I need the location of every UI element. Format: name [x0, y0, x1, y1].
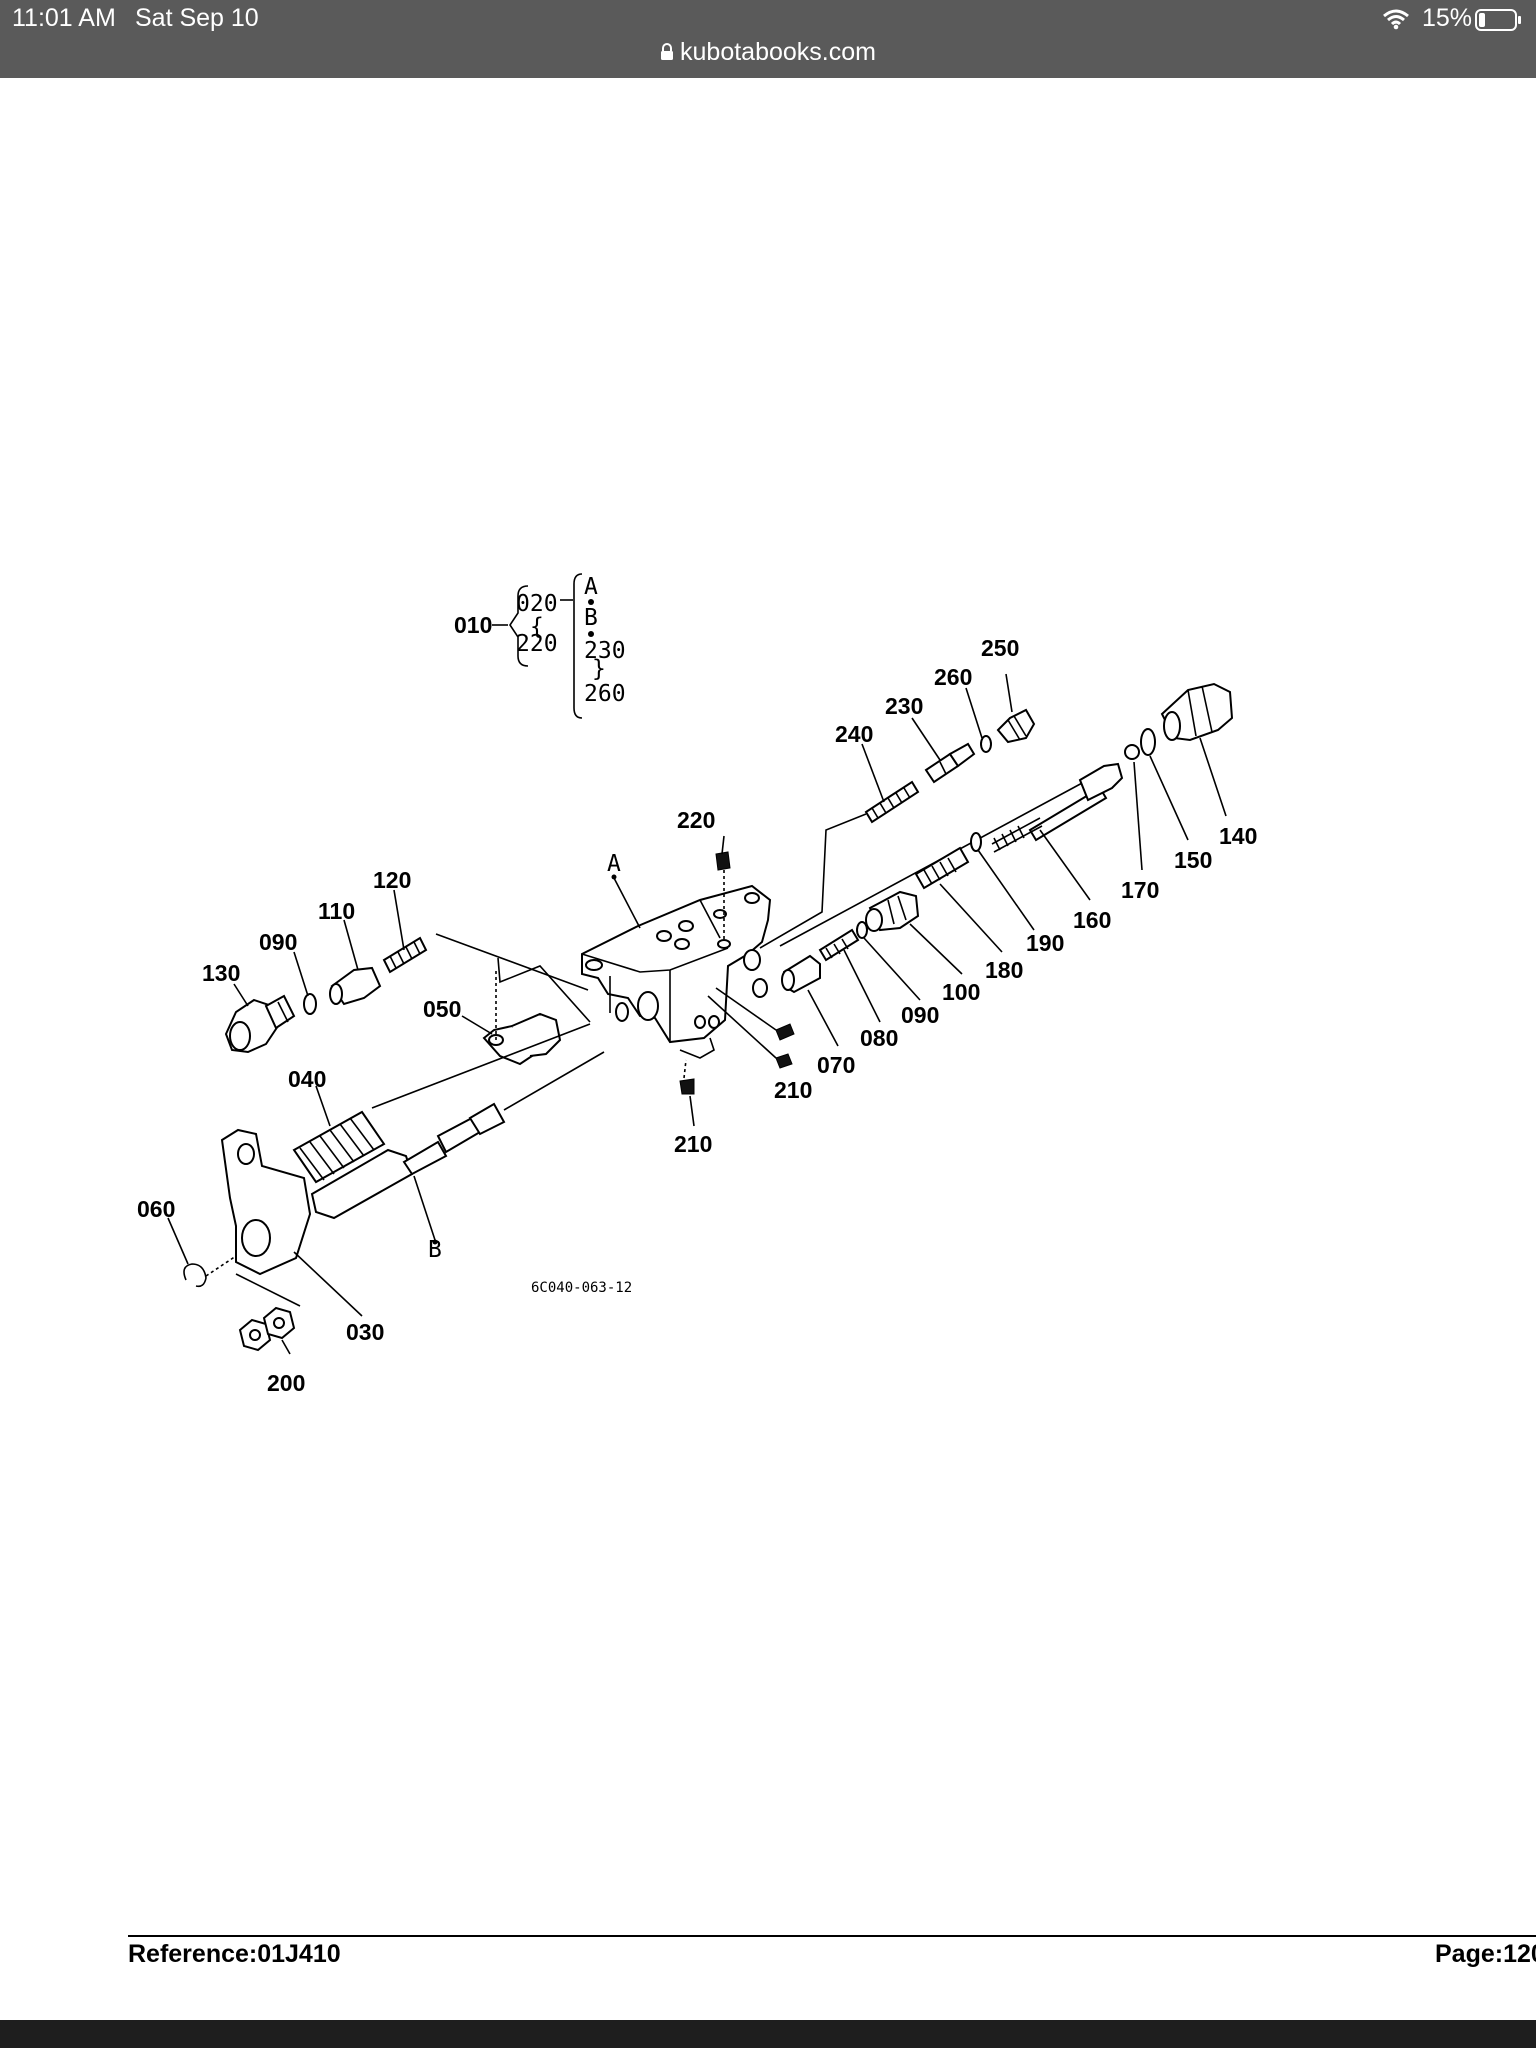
callout-220: 220: [677, 807, 715, 833]
callout-170: 170: [1121, 877, 1159, 903]
lock-icon: [661, 43, 674, 60]
bottom-toolbar: [0, 2020, 1536, 2048]
svg-text:}: }: [592, 656, 606, 682]
callout-120: 120: [373, 867, 411, 893]
wifi-icon: [1383, 9, 1409, 30]
callout-160: 160: [1073, 907, 1111, 933]
battery-icon: [1475, 9, 1521, 31]
callout-labels: 250 260 230 240 220 140 150 170 160 190 …: [137, 635, 1257, 1396]
ref-B: B: [584, 605, 598, 631]
range-bottom: 220: [516, 631, 558, 657]
callout-200: 200: [267, 1370, 305, 1396]
marker-A: A: [607, 851, 621, 877]
valve-body: A: [581, 851, 772, 1059]
callout-190: 190: [1026, 930, 1064, 956]
document-page: 010 020 { 220 A B 230 } 260: [0, 78, 1536, 2020]
callout-080: 080: [860, 1025, 898, 1051]
status-date: Sat Sep 10: [135, 4, 259, 32]
ref-260: 260: [584, 681, 626, 707]
callout-150: 150: [1174, 847, 1212, 873]
reference-label: Reference:01J410: [128, 1940, 341, 1968]
callout-030: 030: [346, 1319, 384, 1345]
marker-B: B: [428, 1237, 442, 1263]
callout-050: 050: [423, 996, 461, 1022]
callout-250: 250: [981, 635, 1019, 661]
callout-210b: 210: [674, 1131, 712, 1157]
callout-110: 110: [318, 898, 355, 924]
status-bar: 11:01 AM Sat Sep 10 kubotabooks.com 15%: [0, 0, 1536, 78]
footer-rule: [128, 1935, 1536, 1937]
parts-diagram: 010 020 { 220 A B 230 } 260: [137, 573, 1257, 1396]
status-time: 11:01 AM: [12, 4, 116, 32]
diagram-code: 6C040-063-12: [531, 1280, 632, 1296]
callout-100: 100: [942, 979, 980, 1005]
callout-210a: 210: [774, 1077, 812, 1103]
address-bar[interactable]: kubotabooks.com: [0, 38, 1536, 67]
callout-090b: 090: [901, 1002, 939, 1028]
leader-lines: [167, 673, 1227, 1355]
relief-assembly: [679, 682, 1234, 1095]
battery-percent: 15%: [1421, 4, 1472, 32]
ref-A: A: [584, 574, 598, 600]
group-bracket: 010 020 { 220 A B 230 } 260: [454, 573, 626, 719]
callout-010: 010: [454, 612, 492, 638]
callout-180: 180: [985, 957, 1023, 983]
range-top: 020: [516, 591, 558, 617]
callout-070: 070: [817, 1052, 855, 1078]
callout-240: 240: [835, 721, 873, 747]
page-number: Page:120: [1435, 1940, 1536, 1968]
left-assembly: B: [183, 933, 605, 1352]
callout-060: 060: [137, 1196, 175, 1222]
url-text: kubotabooks.com: [680, 38, 876, 66]
callout-040: 040: [288, 1066, 326, 1092]
callout-090: 090: [259, 929, 297, 955]
callout-260: 260: [934, 664, 972, 690]
svg-text:{: {: [530, 614, 544, 640]
callout-130: 130: [202, 960, 240, 986]
callout-140: 140: [1219, 823, 1257, 849]
callout-230: 230: [885, 693, 923, 719]
ref-230: 230: [584, 638, 626, 664]
